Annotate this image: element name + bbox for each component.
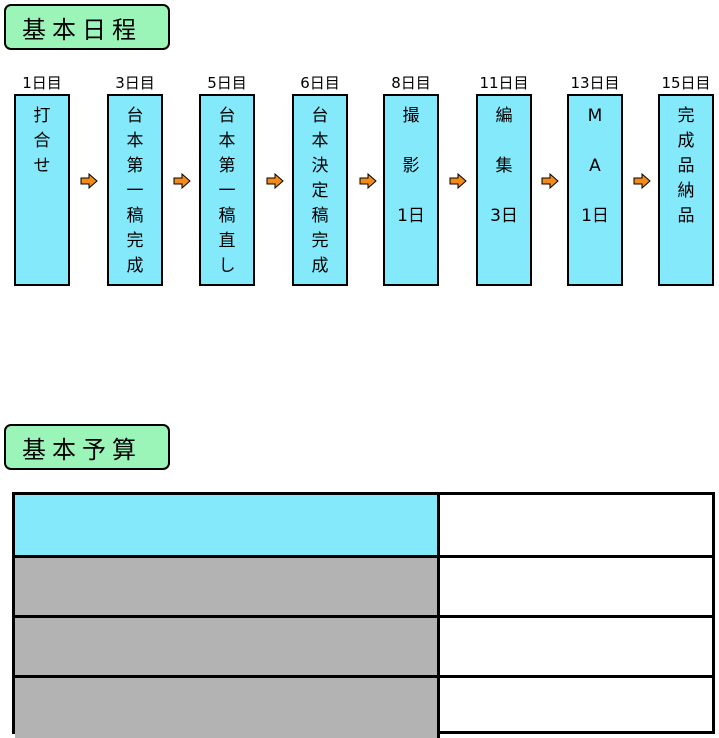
schedule-step-text: M A 1日 [581,106,609,226]
day-label: 1日目 [22,74,62,92]
budget-table-header-row [15,495,712,555]
budget-item-cell [15,618,440,678]
day-label: 3日目 [115,74,155,92]
schedule-step-text: 台 本 決 定 稿 完 成 [311,106,329,276]
right-arrow-icon [633,173,651,189]
schedule-step-box: 台 本 第 一 稿 直 し [199,94,255,286]
day-label: 6日目 [300,74,340,92]
budget-section-title: 基本予算 [4,424,170,470]
day-label: 5日目 [207,74,247,92]
day-label: 13日目 [570,74,620,92]
budget-table-row [15,615,712,678]
day-label: 8日目 [391,74,431,92]
right-arrow-icon [449,173,467,189]
schedule-step-box: 編 集 3日 [476,94,532,286]
budget-table-row [15,555,712,618]
schedule-step-box: 台 本 第 一 稿 完 成 [107,94,163,286]
right-arrow-icon [173,173,191,189]
budget-amount-cell [443,558,712,618]
budget-item-cell [15,558,440,618]
schedule-step-text: 完 成 品 納 品 [677,106,695,226]
day-label: 11日目 [479,74,529,92]
schedule-section-title: 基本日程 [4,4,170,50]
budget-table [12,492,715,738]
right-arrow-icon [541,173,559,189]
budget-item-cell [15,678,440,738]
schedule-step-text: 台 本 第 一 稿 直 し [218,106,236,276]
budget-amount-cell [443,678,712,738]
schedule-step-box: 完 成 品 納 品 [658,94,714,286]
budget-item-cell [15,495,440,555]
right-arrow-icon [359,173,377,189]
right-arrow-icon [80,173,98,189]
budget-amount-cell [443,618,712,678]
budget-amount-cell [443,495,712,555]
day-label: 15日目 [661,74,711,92]
schedule-step-text: 台 本 第 一 稿 完 成 [126,106,144,276]
schedule-step-box: 撮 影 1日 [383,94,439,286]
budget-table-row [15,675,712,738]
budget-section-title-text: 基本予算 [22,435,142,464]
schedule-step-box: 打 合 せ [14,94,70,286]
schedule-step-box: 台 本 決 定 稿 完 成 [292,94,348,286]
schedule-step-box: M A 1日 [567,94,623,286]
schedule-step-text: 打 合 せ [33,106,51,176]
schedule-section-title-text: 基本日程 [22,15,142,44]
right-arrow-icon [266,173,284,189]
schedule-step-text: 編 集 3日 [490,106,518,226]
schedule-step-text: 撮 影 1日 [397,106,425,226]
